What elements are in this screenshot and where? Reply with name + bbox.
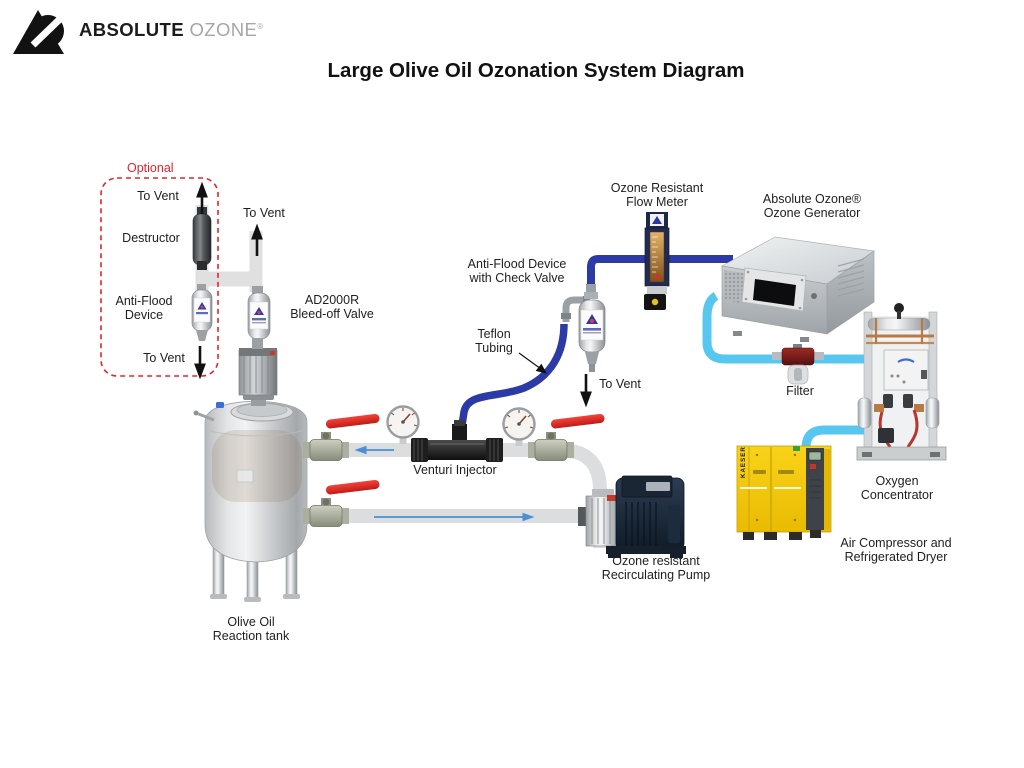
- air-compressor: KAESER: [736, 445, 832, 540]
- kaeser-brand-text: KAESER: [740, 446, 747, 478]
- ozone-tubing: [457, 255, 733, 433]
- flow-meter: [644, 212, 670, 310]
- label-to-vent-bleedoff: To Vent: [243, 206, 285, 220]
- label-anti-flood-device: Anti-Flood Device: [115, 294, 173, 322]
- flow-arrow-right-icon: [374, 512, 535, 522]
- optional-anti-flood-device: [191, 284, 213, 341]
- oxygen-concentrator: [856, 303, 947, 461]
- bleed-off-valve: [247, 286, 271, 349]
- label-venturi-injector: Venturi Injector: [413, 463, 497, 477]
- ball-valve-pump: [528, 413, 605, 461]
- flow-arrow-left-icon: [354, 445, 394, 455]
- pressure-gauge-left: [386, 405, 420, 444]
- label-anti-flood-check-valve: Anti-Flood Device with Check Valve: [467, 257, 567, 285]
- air-filter: [772, 344, 824, 385]
- label-destructor: Destructor: [122, 231, 180, 245]
- recirculating-pump: [578, 475, 686, 558]
- label-ozone-generator: Absolute Ozone® Ozone Generator: [762, 192, 862, 220]
- label-optional: Optional: [127, 161, 174, 175]
- label-oxygen-concentrator: Oxygen Concentrator: [860, 474, 934, 502]
- teflon-tube: [457, 323, 568, 433]
- logo-registered-mark: ®: [257, 21, 264, 31]
- label-bleed-off-valve: AD2000R Bleed-off Valve: [290, 293, 374, 321]
- pressure-gauge-right: [502, 407, 536, 446]
- logo-wordmark: ABSOLUTE OZONE®: [79, 19, 264, 41]
- teflon-pointer-icon: [518, 352, 548, 374]
- label-flow-meter: Ozone Resistant Flow Meter: [610, 181, 704, 209]
- label-to-vent-optional-top: To Vent: [137, 189, 179, 203]
- absolute-ozone-logo-icon: [13, 10, 65, 54]
- logo-ozone: OZONE: [189, 19, 258, 40]
- vent-arrow-down-checkvalve-icon: [580, 374, 592, 408]
- vent-arrow-up-optional-icon: [196, 181, 208, 214]
- label-air-compressor: Air Compressor and Refrigerated Dryer: [840, 536, 952, 564]
- ball-valve-tank-top: [303, 413, 380, 461]
- venturi-injector: [411, 420, 503, 462]
- optional-destructor: [192, 207, 212, 270]
- label-to-vent-checkvalve: To Vent: [599, 377, 641, 391]
- ball-valve-tank-bottom: [303, 479, 380, 527]
- vent-arrow-up-bleedoff-icon: [251, 223, 263, 256]
- anti-flood-check-valve: [561, 284, 606, 372]
- touchscreen: [753, 279, 796, 306]
- label-teflon-tubing: Teflon Tubing: [475, 327, 513, 355]
- ozone-generator: [720, 236, 875, 342]
- tank-legs: [210, 537, 300, 602]
- label-to-vent-optional-bottom: To Vent: [143, 351, 185, 365]
- optional-boundary: [100, 177, 219, 377]
- logo-absolute: ABSOLUTE: [79, 19, 184, 40]
- page-title: Large Olive Oil Ozonation System Diagram: [327, 59, 745, 82]
- reaction-tank: [193, 400, 308, 602]
- label-reaction-tank: Olive Oil Reaction tank: [212, 615, 290, 643]
- mixer-motor: [238, 348, 278, 406]
- vent-arrow-down-optional-icon: [194, 346, 206, 380]
- label-recirculating-pump: Ozone resistant Recirculating Pump: [601, 554, 711, 582]
- label-filter: Filter: [786, 384, 814, 398]
